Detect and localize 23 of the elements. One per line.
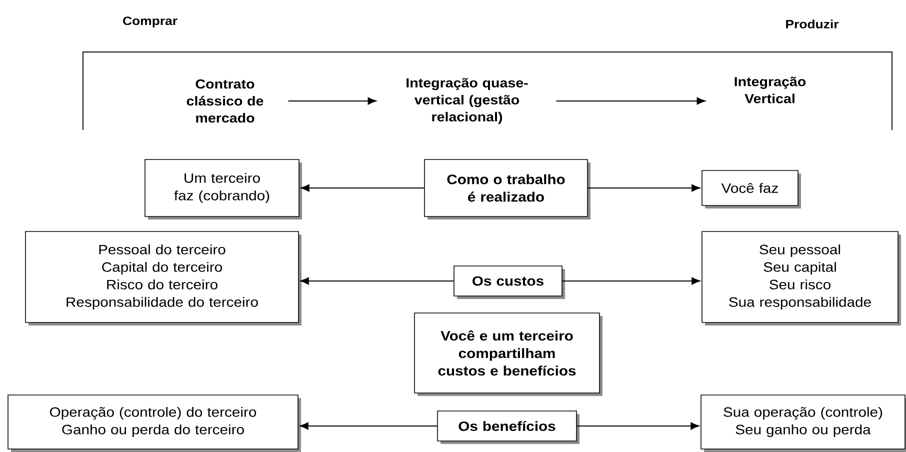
info-box: Sua operação (controle) Seu ganho ou perda [700,394,906,452]
stage-label: Integração quase-vertical (gestão relacional) [406,78,528,124]
topic-box: Como o trabalho é realizado [424,159,590,220]
stage-label: Integração Vertical [734,76,806,104]
arrow [288,97,376,105]
topic-box: Os custos [454,266,565,299]
info-box: Seu pessoal Seu capital Seu risco Sua responsabilidade [702,231,901,326]
stage-label: Contrato clássico de mercado [186,79,264,123]
arrow [300,422,438,430]
arrow [562,277,700,285]
topic-box: Você e um terceiro compartilham custos e benefícios [414,312,602,396]
arrow [587,184,700,192]
info-box: Você faz [702,170,801,208]
info-box: Pessoal do terceiro Capital do terceiro Risco do terceiro Responsabilidade do terceiro [25,231,302,326]
topic-box: Os benefícios [437,410,580,444]
arrow [300,184,425,192]
side-label: Produzir [786,20,839,28]
info-box: Operação (controle) do terceiro Ganho ou perda do terceiro [8,394,301,452]
info-box: Um terceiro faz (cobrando) [144,159,302,220]
arrow [300,277,454,285]
arrow [556,97,706,105]
arrow [576,422,700,430]
side-label: Comprar [123,16,178,28]
